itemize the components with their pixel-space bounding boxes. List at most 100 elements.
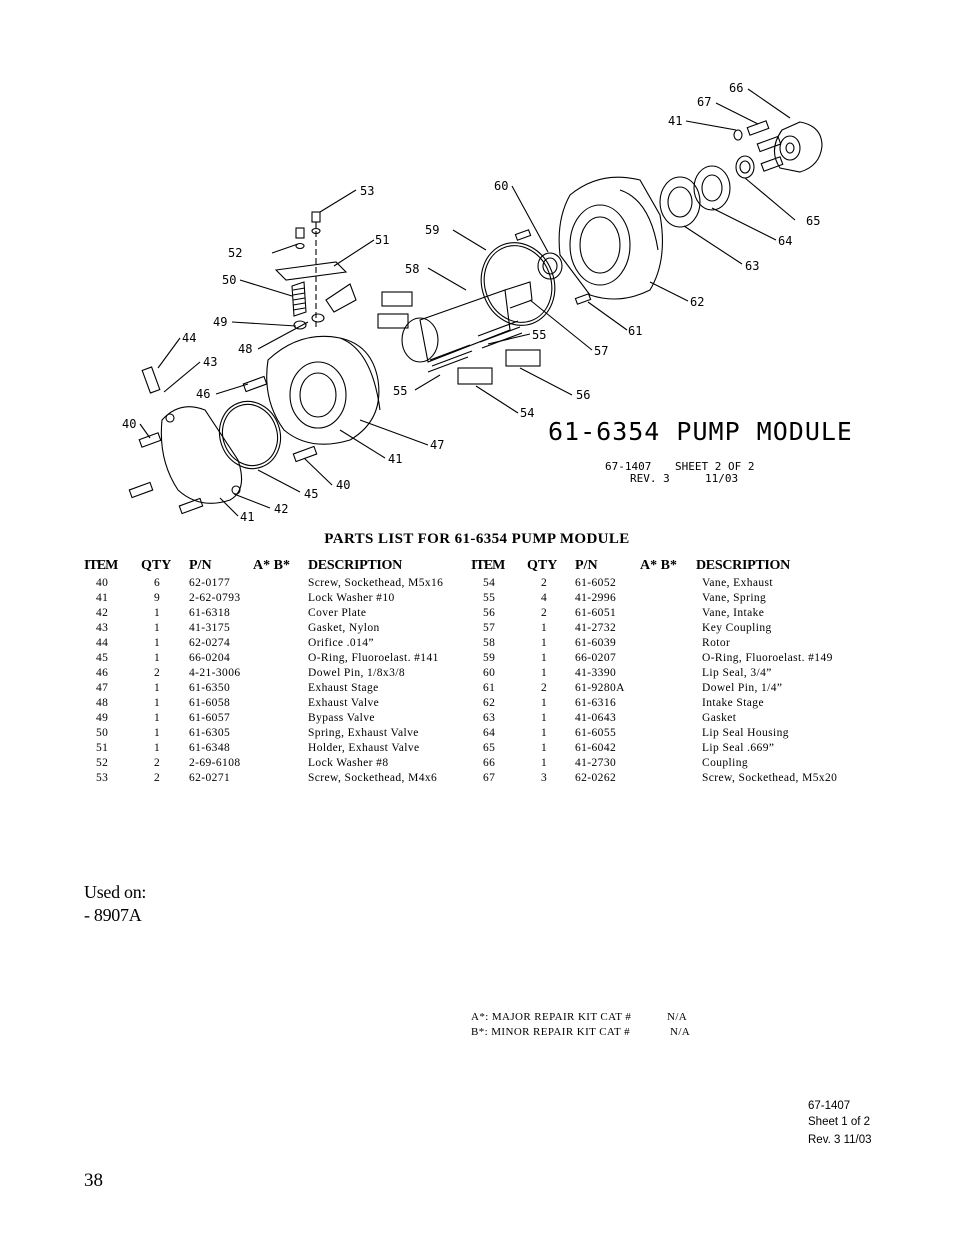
parts-cell-qty: 1 <box>154 742 161 754</box>
parts-cell-pn: 62-0274 <box>189 637 231 649</box>
parts-cell-item: 53 <box>96 772 109 784</box>
header-pn: P/N <box>189 558 212 573</box>
parts-cell-desc: Exhaust Valve <box>308 697 380 709</box>
parts-cell-pn: 61-6039 <box>575 637 617 649</box>
parts-cell-qty: 1 <box>541 727 548 739</box>
header-ab: A* B* <box>253 558 290 573</box>
parts-cell-item: 57 <box>483 622 496 634</box>
diagram-date: 11/03 <box>705 472 738 485</box>
parts-cell-desc: Lip Seal .669” <box>702 742 775 754</box>
callout-52: 52 <box>228 246 242 260</box>
parts-cell-pn: 41-2996 <box>575 592 617 604</box>
parts-cell-pn: 61-6052 <box>575 577 617 589</box>
parts-cell-item: 63 <box>483 712 496 724</box>
parts-cell-item: 66 <box>483 757 496 769</box>
callout-50: 50 <box>222 273 236 287</box>
parts-cell-pn: 61-6057 <box>189 712 231 724</box>
parts-cell-desc: Lip Seal Housing <box>702 727 789 739</box>
parts-cell-pn: 61-6348 <box>189 742 231 754</box>
parts-cell-item: 65 <box>483 742 496 754</box>
parts-cell-item: 55 <box>483 592 496 604</box>
parts-cell-qty: 3 <box>541 772 548 784</box>
parts-cell-desc: Lock Washer #8 <box>308 757 389 769</box>
parts-cell-desc: Cover Plate <box>308 607 367 619</box>
header-qty: QTY <box>141 558 172 573</box>
parts-cell-desc: Vane, Spring <box>702 592 767 604</box>
parts-cell-item: 52 <box>96 757 109 769</box>
parts-cell-item: 45 <box>96 652 109 664</box>
callout-55: 55 <box>393 384 407 398</box>
parts-cell-item: 56 <box>483 607 496 619</box>
parts-cell-qty: 2 <box>541 682 548 694</box>
parts-cell-qty: 4 <box>541 592 548 604</box>
parts-cell-desc: Rotor <box>702 637 731 649</box>
parts-cell-item: 54 <box>483 577 496 589</box>
header-pn: P/N <box>575 558 598 573</box>
parts-cell-desc: Spring, Exhaust Valve <box>308 727 419 739</box>
diagram-title: 61-6354 PUMP MODULE <box>548 417 850 446</box>
callout-44: 44 <box>182 331 196 345</box>
parts-cell-qty: 9 <box>154 592 161 604</box>
parts-cell-pn: 41-2732 <box>575 622 617 634</box>
parts-cell-pn: 61-6055 <box>575 727 617 739</box>
diagram-sheet: SHEET 2 OF 2 <box>675 460 754 473</box>
header-item: ITEM <box>471 558 505 573</box>
parts-cell-qty: 1 <box>541 712 548 724</box>
parts-cell-pn: 61-6318 <box>189 607 231 619</box>
callout-64: 64 <box>778 234 792 248</box>
parts-cell-qty: 6 <box>154 577 161 589</box>
parts-cell-pn: 62-0262 <box>575 772 617 784</box>
parts-cell-qty: 1 <box>154 607 161 619</box>
callout-43: 43 <box>203 355 217 369</box>
callout-51: 51 <box>375 233 389 247</box>
parts-cell-pn: 61-6042 <box>575 742 617 754</box>
exploded-view-diagram: 66 67 41 60 65 64 63 62 61 57 59 58 55 5… <box>122 81 850 524</box>
minor-repair-kit-value: N/A <box>670 1026 691 1038</box>
parts-cell-desc: Dowel Pin, 1/4” <box>702 682 783 694</box>
callout-66: 66 <box>729 81 743 95</box>
parts-cell-desc: Lip Seal, 3/4” <box>702 667 772 679</box>
diagram-rev: REV. 3 <box>630 472 670 485</box>
callout-59: 59 <box>425 223 439 237</box>
parts-cell-qty: 1 <box>154 697 161 709</box>
parts-cell-desc: Screw, Sockethead, M5x16 <box>308 577 444 589</box>
parts-cell-qty: 1 <box>154 712 161 724</box>
parts-cell-item: 59 <box>483 652 496 664</box>
parts-cell-item: 43 <box>96 622 109 634</box>
header-qty: QTY <box>527 558 558 573</box>
callout-41: 41 <box>388 452 402 466</box>
parts-cell-pn: 62-0177 <box>189 577 231 589</box>
parts-cell-item: 58 <box>483 637 496 649</box>
callout-61: 61 <box>628 324 642 338</box>
parts-cell-qty: 1 <box>541 622 548 634</box>
parts-cell-desc: Vane, Intake <box>702 607 765 619</box>
parts-list-title: PARTS LIST FOR 61-6354 PUMP MODULE <box>324 531 630 547</box>
header-ab: A* B* <box>640 558 677 573</box>
parts-cell-pn: 61-9280A <box>575 682 625 694</box>
parts-cell-desc: Gasket <box>702 712 737 724</box>
callout-60: 60 <box>494 179 508 193</box>
parts-cell-item: 51 <box>96 742 109 754</box>
sheet-doc-number: 67-1407 <box>808 1100 851 1112</box>
parts-cell-item: 40 <box>96 577 109 589</box>
parts-cell-desc: Key Coupling <box>702 622 772 634</box>
parts-cell-item: 47 <box>96 682 109 694</box>
parts-cell-item: 48 <box>96 697 109 709</box>
parts-cell-desc: Gasket, Nylon <box>308 622 380 634</box>
callout-41: 41 <box>668 114 682 128</box>
parts-cell-desc: O-Ring, Fluoroelast. #149 <box>702 652 833 664</box>
parts-cell-desc: Lock Washer #10 <box>308 592 395 604</box>
parts-cell-pn: 61-6316 <box>575 697 617 709</box>
callout-56: 56 <box>576 388 590 402</box>
callout-46: 46 <box>196 387 210 401</box>
callout-40: 40 <box>336 478 350 492</box>
parts-cell-qty: 1 <box>154 637 161 649</box>
diagram-drawing-number: 67-1407 <box>605 460 651 473</box>
callout-49: 49 <box>213 315 227 329</box>
parts-cell-item: 44 <box>96 637 109 649</box>
header-description: DESCRIPTION <box>696 558 790 573</box>
parts-cell-pn: 2-62-0793 <box>189 592 241 604</box>
parts-cell-desc: Exhaust Stage <box>308 682 379 694</box>
parts-cell-pn: 66-0207 <box>575 652 617 664</box>
parts-cell-desc: Dowel Pin, 1/8x3/8 <box>308 667 405 679</box>
